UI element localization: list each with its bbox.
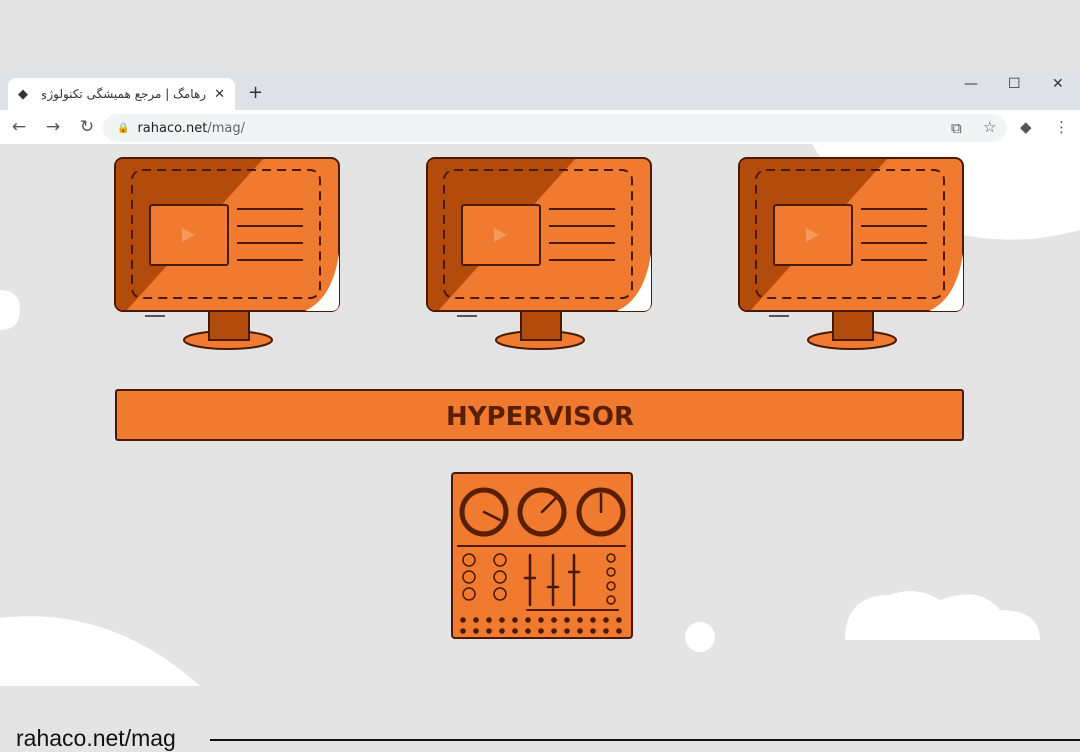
indicator-dot xyxy=(590,628,596,634)
indicator-dot xyxy=(525,628,531,634)
virtualization-illustration: HYPERVISOR xyxy=(0,72,1080,686)
indicator-dot xyxy=(590,617,596,623)
tab-bar: ◆ رهامگ | مرجع همیشگی تکنولوژی | ✕ + — ☐… xyxy=(0,72,1080,110)
browser-tab[interactable]: ◆ رهامگ | مرجع همیشگی تکنولوژی | ✕ xyxy=(8,78,235,110)
close-tab-icon[interactable]: ✕ xyxy=(214,86,225,102)
address-bar[interactable]: 🔒 rahaco.net/mag/ ⧉ ☆ xyxy=(103,114,1007,142)
watermark-text: rahaco.net/mag xyxy=(16,725,176,751)
indicator-dot xyxy=(616,617,622,623)
hypervisor-label: HYPERVISOR xyxy=(446,402,634,432)
indicator-dot xyxy=(486,617,492,623)
indicator-dot xyxy=(538,617,544,623)
indicator-dot xyxy=(460,628,466,634)
vm-monitor-3 xyxy=(738,157,964,350)
indicator-dot xyxy=(499,617,505,623)
indicator-dot xyxy=(616,628,622,634)
indicator-dot xyxy=(564,628,570,634)
new-tab-button[interactable]: + xyxy=(248,82,264,103)
minimize-button[interactable]: — xyxy=(964,76,978,92)
hardware-control-panel xyxy=(451,472,633,639)
url-path: /mag/ xyxy=(207,120,245,136)
indicator-dot xyxy=(551,628,557,634)
indicator-dot xyxy=(603,617,609,623)
indicator-dot xyxy=(499,628,505,634)
translate-icon[interactable]: ⧉ xyxy=(951,119,962,137)
reload-button[interactable]: ↻ xyxy=(79,117,95,137)
indicator-dot xyxy=(473,628,479,634)
indicator-dot xyxy=(577,628,583,634)
rahaco-extension-icon[interactable]: ◆ xyxy=(1020,118,1032,136)
rahaco-logo-icon: ◆ xyxy=(18,87,28,102)
back-button[interactable]: ← xyxy=(11,117,27,137)
indicator-dot xyxy=(512,628,518,634)
indicator-dot xyxy=(551,617,557,623)
vm-monitor-1 xyxy=(114,157,340,350)
star-icon[interactable]: ☆ xyxy=(983,118,997,136)
kebab-menu-icon[interactable]: ⋮ xyxy=(1054,118,1069,136)
indicator-dot xyxy=(603,628,609,634)
indicator-dot xyxy=(577,617,583,623)
indicator-dot xyxy=(473,617,479,623)
url-host: rahaco.net xyxy=(137,120,208,136)
indicator-dot xyxy=(486,628,492,634)
maximize-button[interactable]: ☐ xyxy=(1008,76,1021,92)
footer-divider xyxy=(210,739,1080,741)
hypervisor-bar: HYPERVISOR xyxy=(115,389,964,441)
vm-monitor-2 xyxy=(426,157,652,350)
indicator-dot xyxy=(460,617,466,623)
lock-icon: 🔒 xyxy=(117,122,130,134)
indicator-dot xyxy=(512,617,518,623)
browser-toolbar: ← → ↻ 🔒 rahaco.net/mag/ ⧉ ☆ ◆ ⋮ xyxy=(0,110,1080,144)
indicator-dot xyxy=(525,617,531,623)
indicator-dot xyxy=(538,628,544,634)
forward-button[interactable]: → xyxy=(45,117,61,137)
tab-title: رهامگ | مرجع همیشگی تکنولوژی | xyxy=(42,87,207,101)
indicator-dot xyxy=(564,617,570,623)
close-window-button[interactable]: ✕ xyxy=(1052,76,1064,92)
